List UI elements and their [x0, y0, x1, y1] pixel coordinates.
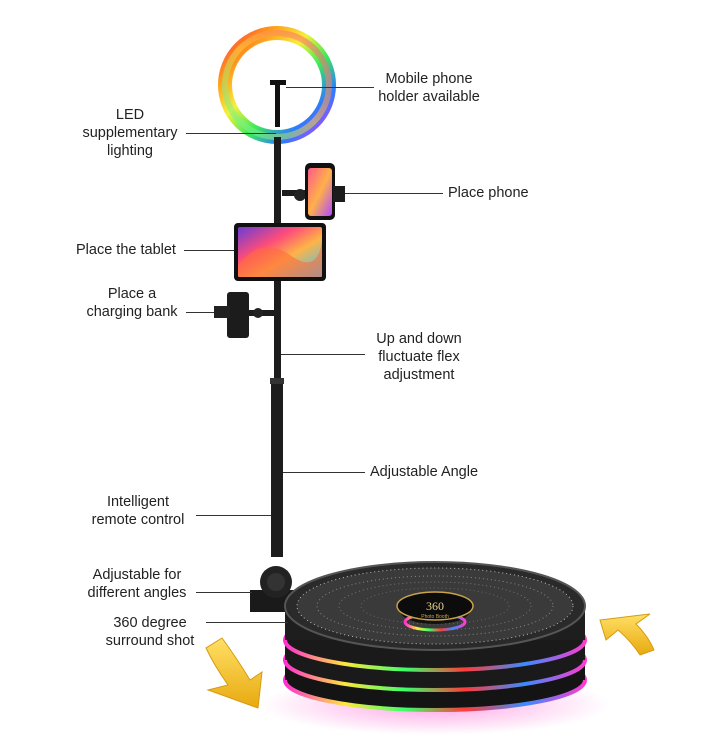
label-mobile-holder: Mobile phone holder available	[378, 71, 480, 105]
rotation-arrow-right-icon	[599, 613, 655, 656]
leader-line-tablet	[184, 250, 234, 251]
leader-line-angle	[283, 472, 365, 473]
label-led: LED supplementary lighting	[82, 107, 178, 159]
charging-bank-mount	[214, 292, 275, 338]
label-flex: Up and down fluctuate flex adjustment	[376, 331, 462, 383]
label-surround: 360 degree surround shot	[105, 615, 195, 649]
label-place-phone: Place phone	[448, 185, 529, 201]
leader-line-flex	[281, 354, 365, 355]
label-charging-bank: Place a charging bank	[86, 286, 178, 320]
tablet-mount	[234, 223, 326, 289]
label-adjustable-angle: Adjustable Angle	[370, 464, 479, 480]
leader-line-remote	[196, 515, 271, 516]
tripod-pole	[270, 137, 284, 557]
platform-badge-small: Photo Booth	[421, 614, 449, 620]
rotation-arrow-left-icon	[205, 637, 263, 709]
leader-line-charging	[186, 312, 214, 313]
leader-line-different-angles	[196, 592, 252, 593]
phone-mount	[282, 163, 345, 220]
ring-phone-clamp	[270, 80, 286, 127]
label-different-angles: Adjustable for different angles	[87, 567, 187, 601]
label-remote: Intelligent remote control	[91, 494, 185, 528]
platform-badge-big: 360	[426, 599, 444, 613]
leader-line-place-phone	[345, 193, 443, 194]
leader-line-mobile-holder	[286, 87, 374, 88]
rotating-platform	[283, 561, 587, 712]
label-place-tablet: Place the tablet	[76, 242, 176, 258]
leader-line-led	[186, 133, 276, 134]
leader-line-surround	[206, 622, 288, 623]
